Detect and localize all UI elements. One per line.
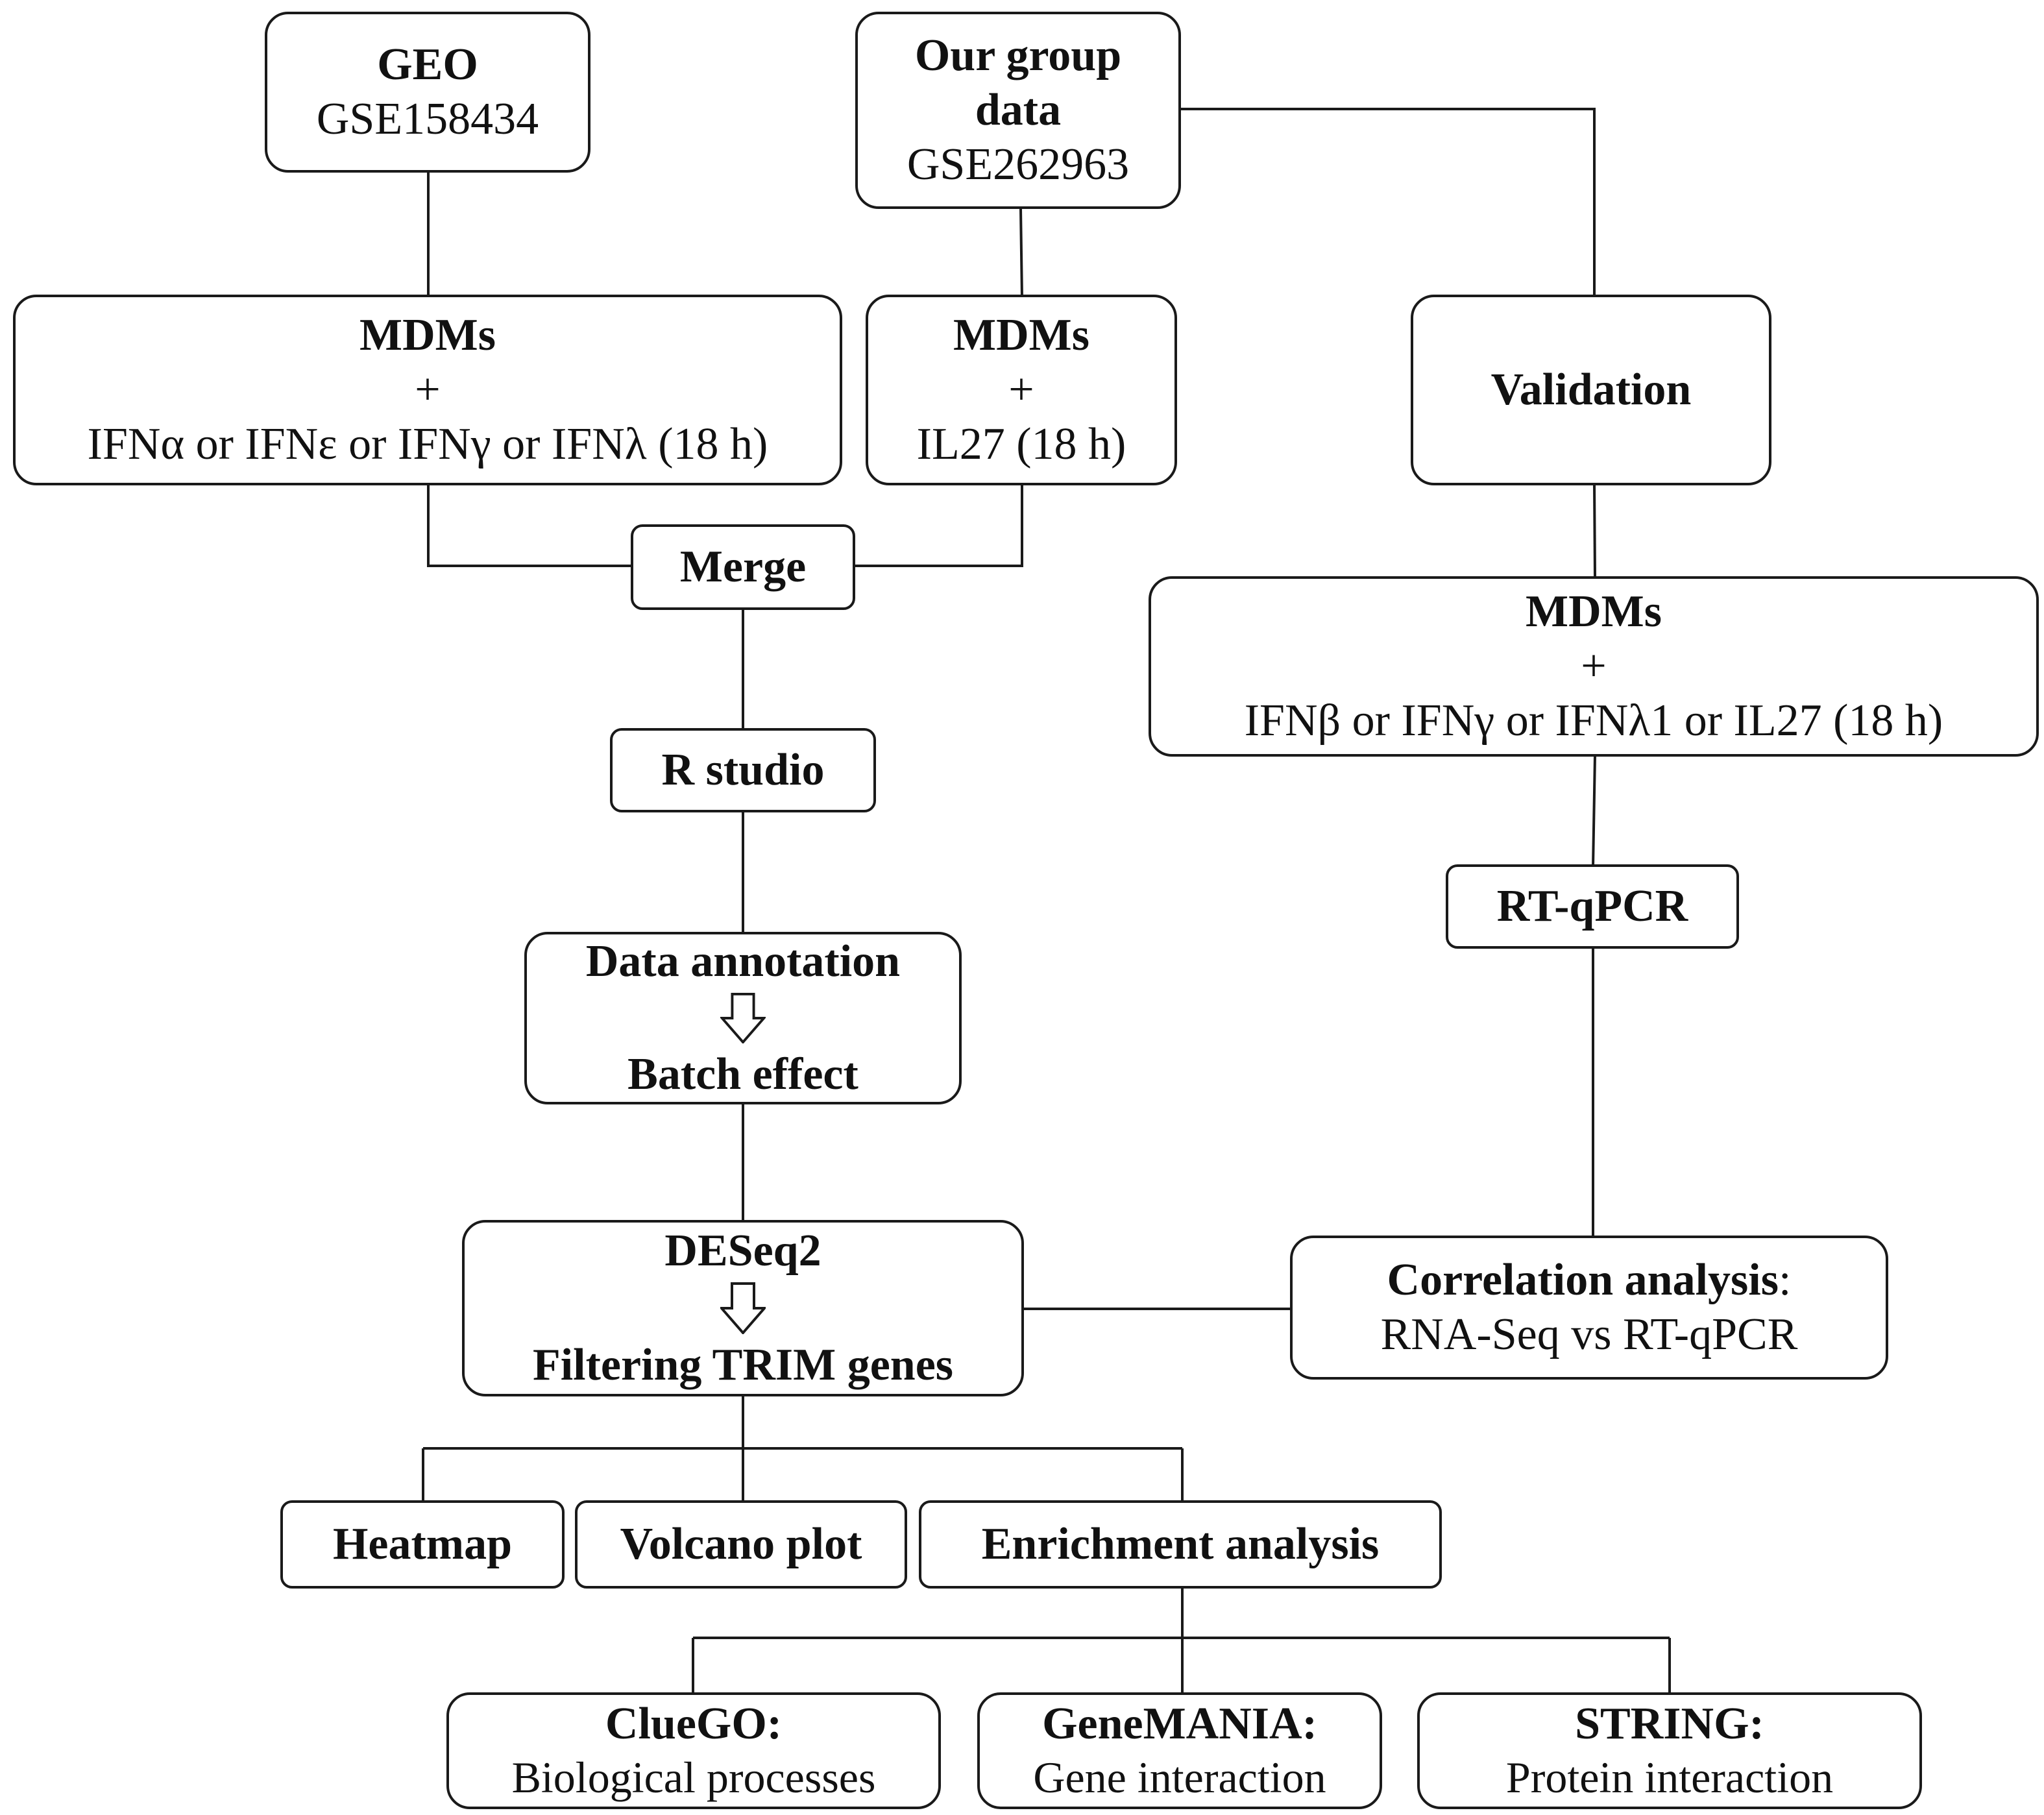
merge-title: Merge <box>679 542 807 592</box>
mdms-validation-box: MDMs + IFNβ or IFNγ or IFNλ1 or IL27 (18… <box>1149 576 2039 757</box>
genemania-subtitle: Gene interaction <box>1033 1753 1326 1803</box>
correlation-box: Correlation analysis: RNA-Seq vs RT-qPCR <box>1290 1236 1888 1380</box>
mdms-validation-title: MDMs <box>1526 587 1662 637</box>
rstudio-title: R studio <box>661 745 825 795</box>
line-mdms-to-rtqpcr <box>1592 755 1596 868</box>
enrichment-title: Enrichment analysis <box>981 1519 1380 1569</box>
mdms-ifn-plus: + <box>415 365 441 415</box>
annotation-box: Data annotation Batch effect <box>524 932 962 1104</box>
cluego-title: ClueGO: <box>605 1699 783 1749</box>
line-our-to-mdms <box>1019 208 1023 298</box>
string-title: STRING: <box>1575 1699 1764 1749</box>
our-group-data-box: Our group data GSE262963 <box>855 12 1181 209</box>
enrichment-box: Enrichment analysis <box>919 1500 1442 1589</box>
correlation-colon: : <box>1779 1255 1792 1305</box>
cluego-subtitle: Biological processes <box>511 1753 876 1803</box>
our-group-accession: GSE262963 <box>906 140 1130 189</box>
line-mdms-to-merge <box>427 483 633 567</box>
heatmap-title: Heatmap <box>332 1519 513 1569</box>
deseq2-box: DESeq2 Filtering TRIM genes <box>462 1220 1024 1396</box>
mdms-validation-treatment: IFNβ or IFNγ or IFNλ1 or IL27 (18 h) <box>1244 696 1943 746</box>
geo-box: GEO GSE158434 <box>265 12 590 173</box>
mdms-ifn-title: MDMs <box>359 310 496 360</box>
rtqpcr-box: RT-qPCR <box>1446 864 1739 949</box>
mdms-il27-treatment: IL27 (18 h) <box>916 419 1126 469</box>
mdms-validation-plus: + <box>1581 641 1607 691</box>
our-group-title-line2: data <box>975 85 1062 135</box>
genemania-box: GeneMANIA: Gene interaction <box>977 1692 1382 1809</box>
line-validation-to-mdms <box>1593 483 1596 578</box>
line-our-to-validation <box>1178 108 1596 297</box>
merge-box: Merge <box>631 524 855 610</box>
volcano-title: Volcano plot <box>620 1519 862 1569</box>
mdms-il27-title: MDMs <box>953 310 1089 360</box>
rtqpcr-title: RT-qPCR <box>1496 881 1688 931</box>
our-group-title-line1: Our group <box>914 30 1122 80</box>
validation-title: Validation <box>1490 365 1692 415</box>
filtering-trim-title: Filtering TRIM genes <box>532 1340 954 1390</box>
line-il27-to-merge <box>853 483 1023 567</box>
rstudio-box: R studio <box>610 728 876 812</box>
mdms-ifn-treatment: IFNα or IFNε or IFNγ or IFNλ (18 h) <box>87 419 768 469</box>
geo-title: GEO <box>377 40 478 90</box>
correlation-subtitle: RNA-Seq vs RT-qPCR <box>1380 1309 1798 1359</box>
correlation-title: Correlation analysis <box>1387 1255 1779 1305</box>
mdms-il27-box: MDMs + IL27 (18 h) <box>866 295 1177 485</box>
down-arrow-icon <box>720 1282 766 1334</box>
cluego-box: ClueGO: Biological processes <box>446 1692 941 1809</box>
batch-effect-title: Batch effect <box>627 1049 858 1099</box>
down-arrow-icon <box>720 993 766 1043</box>
validation-box: Validation <box>1411 295 1771 485</box>
deseq2-title: DESeq2 <box>664 1226 821 1276</box>
geo-accession: GSE158434 <box>316 94 539 144</box>
mdms-ifn-box: MDMs + IFNα or IFNε or IFNγ or IFNλ (18 … <box>13 295 842 485</box>
mdms-il27-plus: + <box>1008 365 1034 415</box>
annotation-title: Data annotation <box>585 936 901 986</box>
heatmap-box: Heatmap <box>280 1500 565 1589</box>
string-subtitle: Protein interaction <box>1505 1753 1834 1803</box>
string-box: STRING: Protein interaction <box>1417 1692 1922 1809</box>
correlation-title-line: Correlation analysis: <box>1387 1253 1792 1308</box>
volcano-box: Volcano plot <box>575 1500 907 1589</box>
genemania-title: GeneMANIA: <box>1042 1699 1317 1749</box>
